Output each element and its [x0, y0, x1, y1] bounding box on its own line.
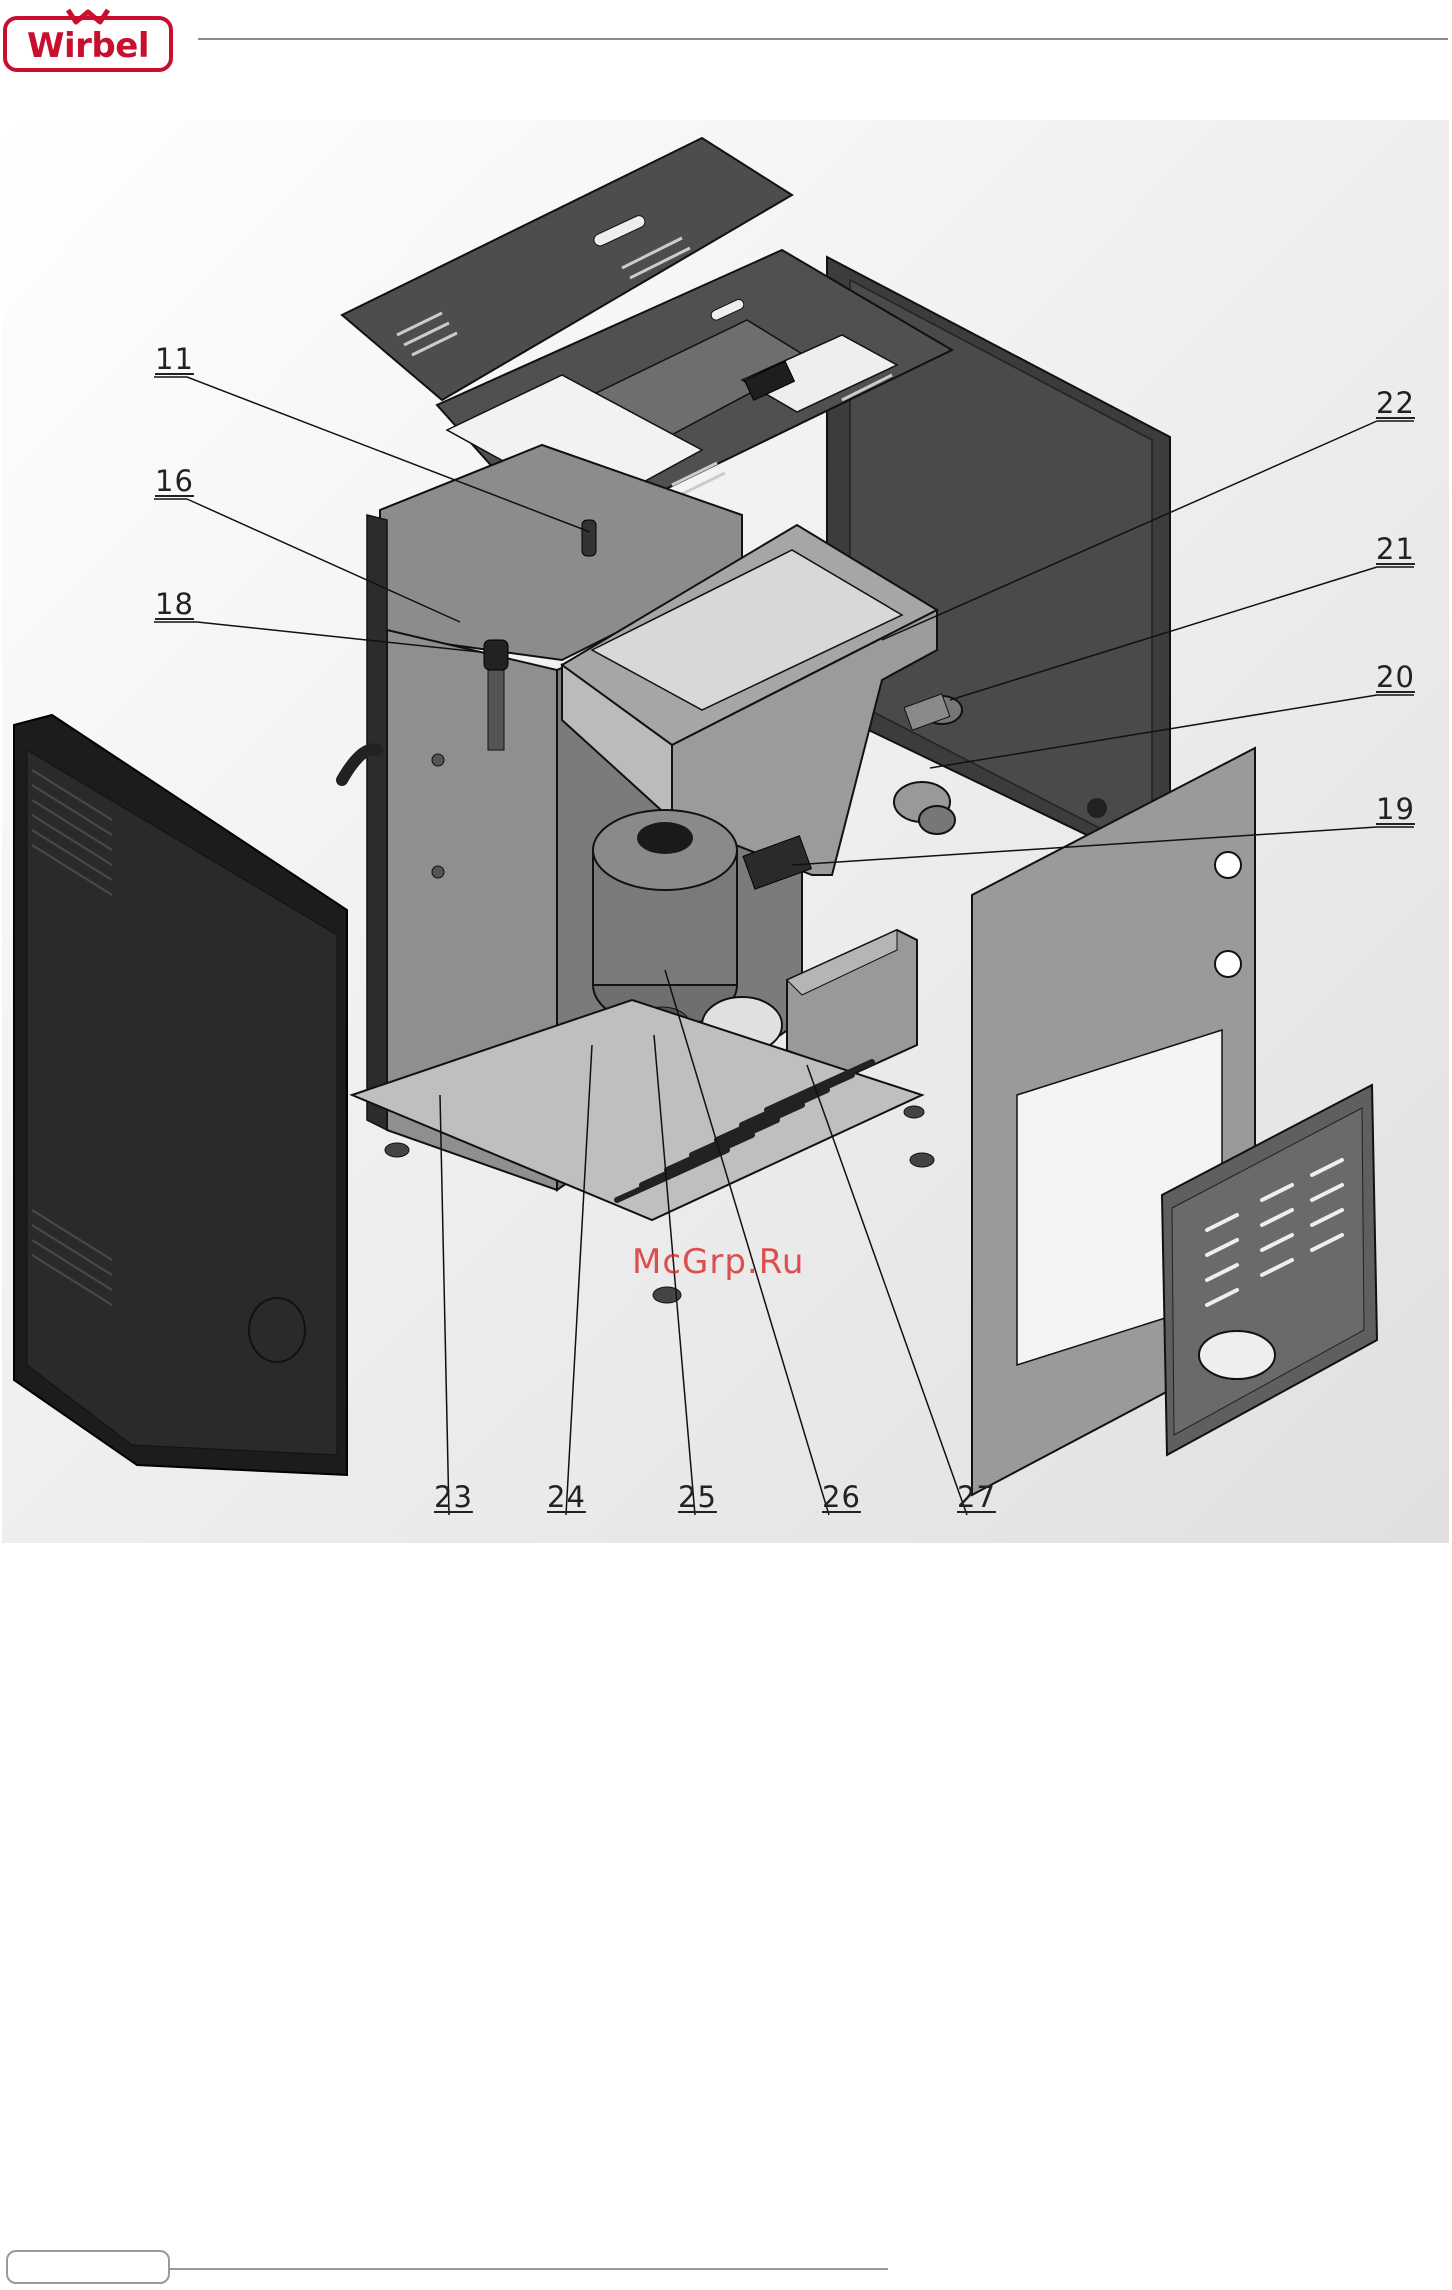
footer-divider [168, 2268, 888, 2270]
exploded-view-figure: 11 16 18 22 21 20 19 23 24 25 26 27 McGr… [2, 120, 1449, 1543]
brand-logo: Wirbel [2, 8, 174, 74]
callout-23: 23 [434, 1480, 473, 1514]
page-header: Wirbel [0, 0, 1452, 90]
callout-27: 27 [957, 1480, 996, 1514]
page-footer [0, 2240, 1452, 2290]
callout-25: 25 [678, 1480, 717, 1514]
left-side-panel [14, 715, 347, 1475]
callout-24: 24 [547, 1480, 586, 1514]
callout-21: 21 [1376, 532, 1415, 566]
watermark: McGrp.Ru [632, 1242, 804, 1282]
callout-26: 26 [822, 1480, 861, 1514]
exploded-drawing [2, 120, 1449, 1543]
callout-19: 19 [1376, 792, 1415, 826]
callout-20: 20 [1376, 660, 1415, 694]
callout-18: 18 [155, 587, 194, 621]
header-divider [198, 38, 1448, 40]
brand-name: Wirbel [2, 26, 174, 66]
callout-22: 22 [1376, 386, 1415, 420]
page-number-tab [6, 2250, 170, 2284]
callout-16: 16 [155, 464, 194, 498]
callout-11: 11 [155, 342, 194, 376]
